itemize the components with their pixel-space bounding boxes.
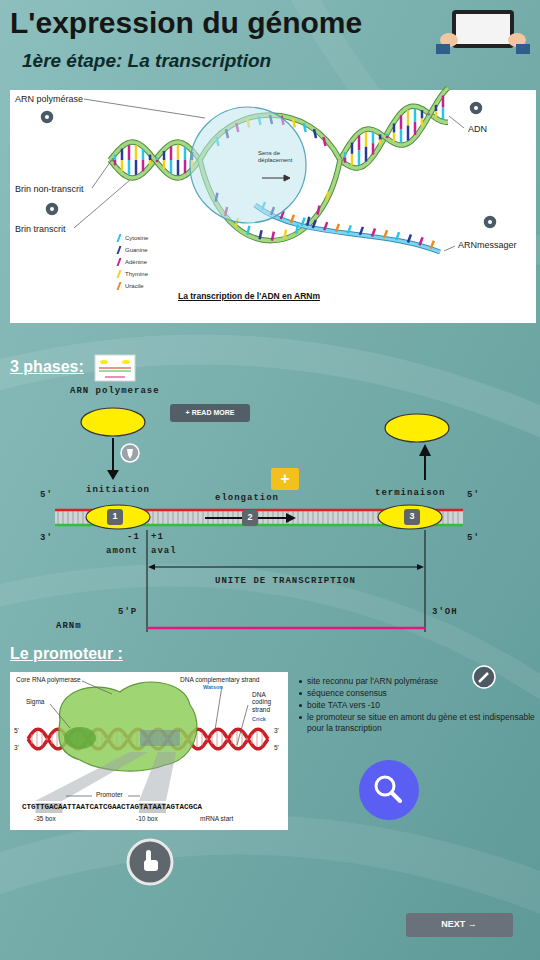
step-number: 3 xyxy=(404,509,420,525)
strand-end: 5' xyxy=(467,533,480,543)
next-button: NEXT → xyxy=(406,913,513,937)
part-label: Core RNA polymerase xyxy=(16,676,81,683)
legend-swatch xyxy=(117,282,122,290)
phase-label: initiation xyxy=(86,485,150,495)
bullet-item: site reconnu par l'ARN polymérase xyxy=(298,676,539,687)
part-label: Sigma xyxy=(26,698,44,705)
part-label: Brin transcrit xyxy=(15,224,66,234)
legend-item: Uracile xyxy=(118,282,144,290)
picture-panel xyxy=(10,672,288,830)
read-more-button: + READ MORE xyxy=(170,404,250,422)
strand-end: 3'OH xyxy=(432,607,458,617)
span-label: UNITE DE TRANSCRIPTION xyxy=(215,576,356,586)
eye-icon xyxy=(40,101,497,229)
part-label: ARN polymérase xyxy=(15,94,83,104)
step-number: 1 xyxy=(107,509,123,525)
box-label: -10 box xyxy=(136,815,158,822)
strand-end: 5'P xyxy=(118,607,137,617)
figure-caption: La transcription de l'ADN en ARNm xyxy=(178,292,320,302)
node-text: NEXT → xyxy=(441,920,477,930)
phase-label: elongation xyxy=(215,493,279,503)
dna-sequence: CTGTTGACAATTAATCATCGAACTAGTATAATAGTACGCA xyxy=(22,803,202,812)
bullet-item: boite TATA vers -10 xyxy=(298,700,539,711)
part-label: ARNmessager xyxy=(458,240,517,250)
sigma-shape xyxy=(64,727,96,749)
bullet-item: le promoteur se situe en amont du gène e… xyxy=(298,712,539,735)
part-label: DNA complementary strand xyxy=(180,676,259,683)
phase-scheme xyxy=(55,408,463,632)
bullet-item: séquence consensus xyxy=(298,688,539,699)
strand-end: 5' xyxy=(14,727,19,734)
legend-item: Guanine xyxy=(118,246,148,254)
region-label: aval xyxy=(151,546,177,556)
legend-text: Thymine xyxy=(125,271,148,277)
legend-swatch xyxy=(117,258,122,266)
legend-text: Cytosine xyxy=(125,235,148,241)
section-heading: Le promoteur : xyxy=(10,645,123,663)
legend-text: Guanine xyxy=(125,247,148,253)
strand-end: 3' xyxy=(274,727,279,734)
tablet-icon xyxy=(436,10,530,54)
part-label: ARN polymerase xyxy=(70,386,160,396)
part-label: DNA coding strand xyxy=(252,691,286,713)
phase-label: terminaison xyxy=(375,488,445,498)
node-text: + READ MORE xyxy=(186,409,235,417)
legend-text: Uracile xyxy=(125,283,144,289)
region-label: Promoter xyxy=(96,791,123,798)
part-label: ADN xyxy=(468,124,487,134)
node-text: 1 xyxy=(112,512,117,522)
position-mark: +1 xyxy=(151,532,164,542)
box-label: -35 box xyxy=(34,815,56,822)
strand-end: 3' xyxy=(40,533,53,543)
section-heading: 3 phases: xyxy=(10,358,84,376)
node-text: + xyxy=(280,470,289,488)
strand-end: 5' xyxy=(40,490,53,500)
legend-item: Cytosine xyxy=(118,234,148,242)
legend-swatch xyxy=(117,246,122,254)
legend-item: Adénine xyxy=(118,258,147,266)
position-mark: -1 xyxy=(127,532,140,542)
legend-text: Adénine xyxy=(125,259,147,265)
direction-note: Sens de déplacement xyxy=(258,150,300,163)
plus-button: + xyxy=(271,468,299,490)
thumbnail xyxy=(95,355,135,381)
strand-end: 5' xyxy=(467,490,480,500)
leader-lines xyxy=(74,99,464,251)
strand-end: 5' xyxy=(274,744,279,751)
strand-end: 3' xyxy=(14,744,19,751)
polymerase-bubble xyxy=(190,107,306,223)
legend-swatch xyxy=(117,234,122,242)
picture-panel xyxy=(10,90,536,323)
subtitle: 1ère étape: La transcription xyxy=(22,50,271,72)
legend-item: Thymine xyxy=(118,270,148,278)
edit-icon xyxy=(473,666,495,688)
search-icon xyxy=(359,760,419,820)
page-title: L'expression du génome xyxy=(10,6,362,41)
node-text: 3 xyxy=(409,512,414,522)
legend-swatch xyxy=(117,270,122,278)
region-label: amont xyxy=(106,546,138,556)
strand-name: Watson xyxy=(203,684,223,690)
box-label: mRNA start xyxy=(200,815,233,822)
step-number: 2 xyxy=(242,510,258,526)
node-text: 2 xyxy=(247,513,252,523)
part-label: Brin non-transcrit xyxy=(15,184,84,194)
hand-icon xyxy=(128,840,172,884)
strand-name: Crick xyxy=(252,716,266,722)
strand-label: ARNm xyxy=(56,621,82,631)
